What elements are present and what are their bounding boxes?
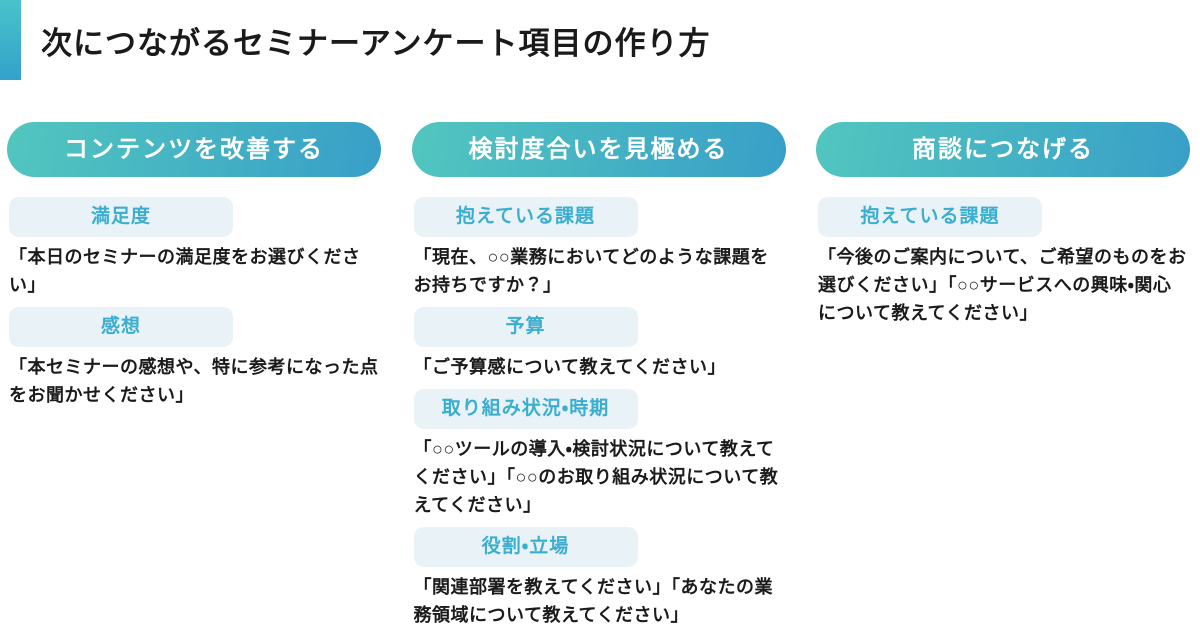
survey-item: 役割・立場「関連部署を教えてください」「あなたの業務領域について教えてください」 [412, 527, 786, 629]
item-question-text: 「本日のセミナーの満足度をお選びください」 [9, 247, 361, 295]
item-question-text: 「今後のご案内について、ご希望のものをお選びください」「○○サービスへの興味・関… [818, 247, 1187, 323]
item-question-text: 「関連部署を教えてください」「あなたの業務領域について教えてください」 [413, 577, 774, 625]
survey-item: 感想「本セミナーの感想や、特に参考になった点をお聞かせください」 [7, 307, 381, 409]
header: 次につながるセミナーアンケート項目の作り方 [0, 0, 1200, 80]
item-question-text: 「本セミナーの感想や、特に参考になった点をお聞かせください」 [9, 357, 379, 405]
column-header-pill: 検討度合いを見極める [411, 122, 786, 177]
column-header-pill: 商談につなげる [816, 122, 1190, 177]
survey-item: 予算「ご予算感について教えてください」 [412, 307, 786, 381]
survey-item: 抱えている課題「今後のご案内について、ご希望のものをお選びください」「○○サービ… [816, 197, 1190, 327]
title-accent-bar [0, 0, 21, 80]
survey-item: 抱えている課題「現在、○○業務においてどのような課題をお持ちですか？」 [412, 197, 786, 299]
item-label-badge: 役割・立場 [413, 527, 638, 567]
column-header-pill: コンテンツを改善する [7, 122, 381, 177]
item-label-badge: 予算 [413, 307, 638, 347]
item-question-text: 「○○ツールの導入・検討状況について教えてください」「○○のお取り組み状況につい… [413, 439, 779, 515]
column-improve-content: コンテンツを改善する 満足度「本日のセミナーの満足度をお選びください」感想「本セ… [7, 122, 381, 630]
column-assess-consideration: 検討度合いを見極める 抱えている課題「現在、○○業務においてどのような課題をお持… [411, 122, 786, 630]
item-label-badge: 取り組み状況・時期 [413, 389, 638, 429]
item-list: 満足度「本日のセミナーの満足度をお選びください」感想「本セミナーの感想や、特に参… [7, 197, 381, 409]
item-label-badge: 抱えている課題 [413, 197, 638, 237]
survey-item: 取り組み状況・時期「○○ツールの導入・検討状況について教えてください」「○○のお… [412, 389, 786, 519]
columns-container: コンテンツを改善する 満足度「本日のセミナーの満足度をお選びください」感想「本セ… [7, 122, 1190, 630]
page-title: 次につながるセミナーアンケート項目の作り方 [41, 25, 711, 61]
item-label-badge: 抱えている課題 [818, 197, 1042, 237]
item-label-badge: 満足度 [9, 197, 233, 237]
item-list: 抱えている課題「今後のご案内について、ご希望のものをお選びください」「○○サービ… [816, 197, 1190, 327]
column-lead-to-deal: 商談につなげる 抱えている課題「今後のご案内について、ご希望のものをお選びくださ… [816, 122, 1190, 630]
item-question-text: 「ご予算感について教えてください」 [413, 357, 727, 377]
item-question-text: 「現在、○○業務においてどのような課題をお持ちですか？」 [413, 247, 769, 295]
survey-item: 満足度「本日のセミナーの満足度をお選びください」 [7, 197, 381, 299]
item-list: 抱えている課題「現在、○○業務においてどのような課題をお持ちですか？」予算「ご予… [412, 197, 786, 629]
item-label-badge: 感想 [9, 307, 233, 347]
